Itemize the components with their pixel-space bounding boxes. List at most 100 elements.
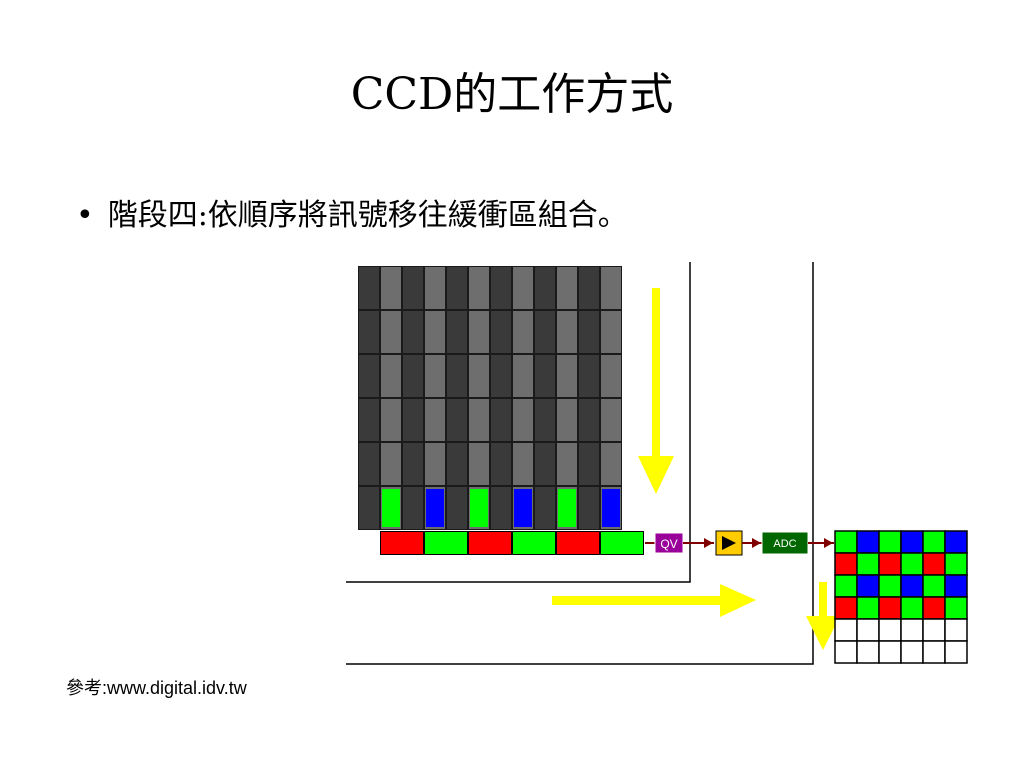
- qv-label: QV: [660, 537, 677, 551]
- sensor-cell: [425, 443, 445, 485]
- sensor-cell: [491, 399, 511, 441]
- buffer-cell-white: [856, 640, 880, 664]
- sensor-cell: [403, 355, 423, 397]
- buffer-cell-blue: [900, 530, 924, 554]
- buffer-cell-green: [922, 574, 946, 598]
- sensor-cell: [557, 267, 577, 309]
- sensor-cell: [447, 443, 467, 485]
- sensor-cell: [381, 355, 401, 397]
- arrow-down-sensor: [638, 288, 674, 494]
- signal-chain: QV ADC: [645, 530, 834, 556]
- sensor-cell: [447, 267, 467, 309]
- sensor-cell: [491, 355, 511, 397]
- sensor-cell: [425, 267, 445, 309]
- buffer-cell-white: [878, 640, 902, 664]
- buffer-cell-red: [922, 552, 946, 576]
- buffer-cell-white: [900, 640, 924, 664]
- register-cell-green: [601, 532, 643, 554]
- sensor-cell: [579, 311, 599, 353]
- buffer-cell-green: [922, 530, 946, 554]
- buffer-cell-red: [878, 596, 902, 620]
- sensor-cell: [359, 487, 379, 529]
- sensor-cell: [535, 399, 555, 441]
- sensor-pixel-blue: [602, 489, 620, 527]
- register-cell-red: [557, 532, 599, 554]
- sensor-cell: [579, 443, 599, 485]
- sensor-cell: [535, 355, 555, 397]
- arrow-down-buffer: [806, 582, 840, 650]
- sensor-cell: [359, 399, 379, 441]
- register-cell-green: [425, 532, 467, 554]
- sensor-cell: [381, 399, 401, 441]
- shift-arrows: [552, 288, 840, 650]
- sensor-cell: [535, 311, 555, 353]
- bullet-text: 階段四:依順序將訊號移往緩衝區組合。: [107, 198, 628, 233]
- buffer-cell-blue: [900, 574, 924, 598]
- buffer-cell-green: [900, 596, 924, 620]
- sensor-cell: [447, 311, 467, 353]
- buffer-cell-green: [944, 596, 968, 620]
- sensor-cell: [469, 355, 489, 397]
- adc-label: ADC: [773, 538, 796, 550]
- buffer-cell-green: [944, 552, 968, 576]
- sensor-cell: [513, 399, 533, 441]
- sensor-cell: [491, 443, 511, 485]
- sensor-cell: [601, 267, 621, 309]
- sensor-cell: [469, 443, 489, 485]
- sensor-cell: [403, 267, 423, 309]
- sensor-cell: [425, 355, 445, 397]
- sensor-cell: [579, 399, 599, 441]
- sensor-cell: [447, 487, 467, 529]
- sensor-cell: [557, 355, 577, 397]
- sensor-pixel-blue: [426, 489, 444, 527]
- sensor-cell: [491, 267, 511, 309]
- sensor-cell: [403, 487, 423, 529]
- sensor-cell: [513, 311, 533, 353]
- sensor-cell: [359, 355, 379, 397]
- bullet-item: • 階段四:依順序將訊號移往緩衝區組合。: [76, 190, 628, 234]
- sensor-cell: [381, 311, 401, 353]
- buffer-cell-red: [834, 596, 858, 620]
- sensor-cell: [403, 443, 423, 485]
- sensor-pixel-green: [470, 489, 488, 527]
- sensor-cell: [469, 267, 489, 309]
- sensor-cell: [381, 267, 401, 309]
- buffer-cell-white: [878, 618, 902, 642]
- sensor-cell: [469, 399, 489, 441]
- buffer-cell-blue: [856, 574, 880, 598]
- buffer-cell-blue: [944, 530, 968, 554]
- frame-line-inner: [346, 262, 691, 583]
- frame-lines: [346, 262, 814, 665]
- sensor-cell: [359, 267, 379, 309]
- frame-line-outer: [346, 262, 814, 665]
- buffer-cell-white: [856, 618, 880, 642]
- sensor-cell: [557, 443, 577, 485]
- register-background: [380, 531, 644, 555]
- sensor-array: [358, 266, 622, 530]
- sensor-cell: [557, 311, 577, 353]
- sensor-cell: [579, 267, 599, 309]
- buffer-cell-green: [878, 574, 902, 598]
- sensor-cell: [579, 487, 599, 529]
- sensor-cell: [513, 355, 533, 397]
- sensor-cell: [469, 311, 489, 353]
- buffer-cell-red: [834, 552, 858, 576]
- buffer-cell-white: [944, 640, 968, 664]
- sensor-cell: [535, 443, 555, 485]
- sensor-pixel-green: [558, 489, 576, 527]
- sensor-background: [358, 266, 622, 530]
- buffer-cell-white: [834, 640, 858, 664]
- sensor-cell: [381, 443, 401, 485]
- sensor-cell: [601, 443, 621, 485]
- bullet-dot-icon: •: [76, 198, 94, 233]
- sensor-cell: [557, 399, 577, 441]
- sensor-cell: [403, 311, 423, 353]
- buffer-cell-blue: [856, 530, 880, 554]
- sensor-cell: [513, 443, 533, 485]
- sensor-cell: [425, 311, 445, 353]
- sensor-cell: [535, 487, 555, 529]
- buffer-cell-green: [834, 530, 858, 554]
- buffer-cell-white: [922, 640, 946, 664]
- sensor-cell: [601, 311, 621, 353]
